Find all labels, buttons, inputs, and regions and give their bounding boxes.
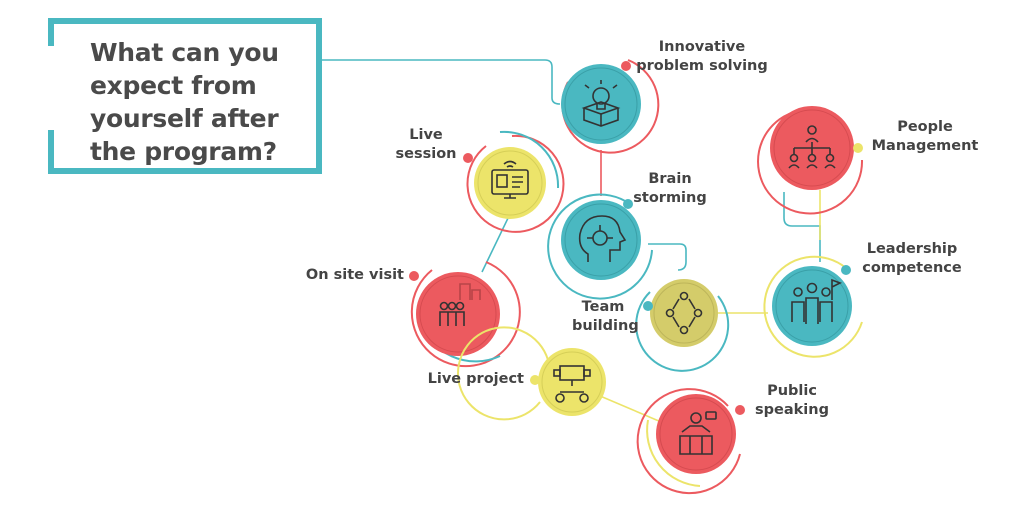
speaker-podium-icon bbox=[679, 411, 717, 455]
node-innovative-dot bbox=[621, 61, 631, 71]
people-buildings-icon bbox=[439, 283, 481, 326]
label-leadership: Leadership competence bbox=[862, 241, 962, 276]
node-public-speaking-arc-2 bbox=[646, 419, 701, 487]
label-people: People Management bbox=[871, 119, 979, 154]
node-live-session-circle bbox=[474, 147, 546, 219]
head-circuit-icon bbox=[578, 215, 627, 262]
node-team-dot bbox=[643, 301, 653, 311]
node-live-session bbox=[463, 130, 565, 233]
label-live-session: Live session bbox=[395, 127, 457, 162]
node-innovative bbox=[561, 59, 660, 154]
node-people bbox=[757, 106, 864, 215]
node-live-session-arc-1 bbox=[466, 134, 565, 233]
node-live-project-arc bbox=[457, 326, 549, 421]
node-leadership-arc bbox=[763, 255, 863, 358]
connectors bbox=[322, 59, 821, 431]
project-flow-icon bbox=[553, 365, 591, 403]
node-public-speaking-arc-1 bbox=[636, 388, 741, 495]
node-live-session-dot bbox=[463, 153, 473, 163]
node-people-dot bbox=[853, 143, 863, 153]
label-live-project: Live project bbox=[427, 371, 524, 387]
label-site-visit: On site visit bbox=[305, 267, 404, 283]
org-chart-icon bbox=[788, 125, 836, 169]
label-brain: Brain storming bbox=[633, 171, 707, 206]
computer-monitor-icon bbox=[491, 160, 529, 199]
node-site-visit-arc-1 bbox=[410, 261, 521, 368]
connector-people-leadership bbox=[783, 192, 821, 262]
node-public-speaking bbox=[636, 388, 745, 495]
node-leadership bbox=[763, 255, 863, 358]
label-public-speaking: Public speaking bbox=[755, 383, 829, 418]
title-box: What can you expect from yourself after … bbox=[48, 18, 322, 174]
label-innovative: Innovative problem solving bbox=[636, 39, 768, 74]
node-brain bbox=[547, 193, 653, 300]
connector-brain-team bbox=[648, 243, 687, 271]
node-public-speaking-circle bbox=[656, 394, 736, 474]
node-site-visit-circle bbox=[416, 272, 500, 356]
node-site-visit-dot bbox=[409, 271, 419, 281]
node-public-speaking-dot bbox=[735, 405, 745, 415]
node-brain-arc bbox=[547, 193, 653, 300]
node-live-session-arc-2 bbox=[499, 130, 560, 189]
node-leadership-dot bbox=[841, 265, 851, 275]
lightbulb-box-icon bbox=[581, 80, 621, 127]
label-team: Team building bbox=[572, 299, 639, 334]
connector-title-innovative bbox=[322, 59, 561, 105]
node-leadership-circle bbox=[772, 266, 852, 346]
node-team-circle bbox=[650, 279, 718, 347]
node-team bbox=[635, 279, 730, 372]
node-live-project-dot bbox=[530, 375, 540, 385]
node-team-arc bbox=[635, 291, 730, 372]
node-live-project bbox=[457, 326, 606, 421]
page-title: What can you expect from yourself after … bbox=[90, 38, 279, 166]
node-brain-dot bbox=[623, 199, 633, 209]
leader-flag-icon bbox=[791, 278, 842, 324]
node-brain-circle bbox=[561, 200, 641, 280]
team-network-icon bbox=[665, 291, 703, 335]
